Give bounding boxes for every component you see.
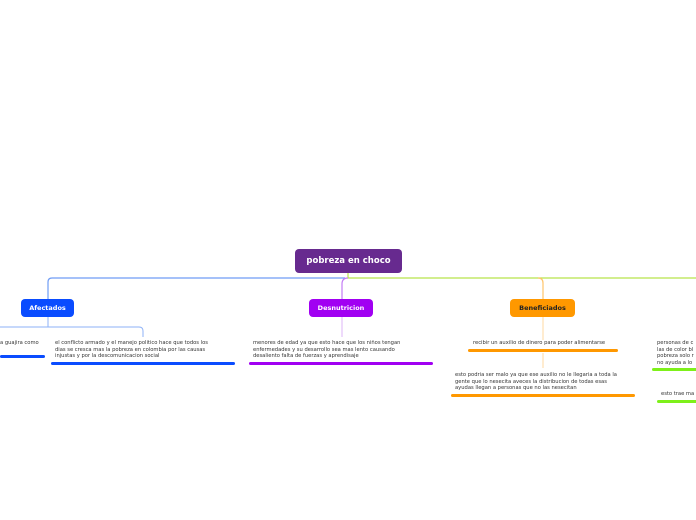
underline <box>657 400 696 403</box>
node-afectados[interactable]: Afectados <box>21 299 74 317</box>
beneficiados-child-1[interactable]: recibir un auxilio de dinero para poder … <box>473 340 606 346</box>
underline <box>51 362 235 365</box>
afectados-child-1[interactable]: a guajira como <box>0 340 39 346</box>
root-node[interactable]: pobreza en choco <box>295 249 402 273</box>
green-branch-child-2[interactable]: esto trae ma <box>661 391 695 397</box>
afectados-child-2[interactable]: el conflicto armado y el manejo politico… <box>55 340 208 359</box>
node-beneficiados[interactable]: Beneficiados <box>510 299 575 317</box>
desnutricion-child-1[interactable]: menores de edad ya que esto hace que los… <box>253 340 401 359</box>
beneficiados-child-2[interactable]: esto podria ser malo ya que ese auxilio … <box>455 372 617 391</box>
node-desnutricion[interactable]: Desnutricion <box>309 299 373 317</box>
underline <box>468 349 618 352</box>
underline <box>451 394 635 397</box>
underline <box>652 368 696 371</box>
underline <box>0 355 45 358</box>
green-branch-child-1[interactable]: personas de c las de color bl pobreza so… <box>657 340 694 366</box>
underline <box>249 362 433 365</box>
